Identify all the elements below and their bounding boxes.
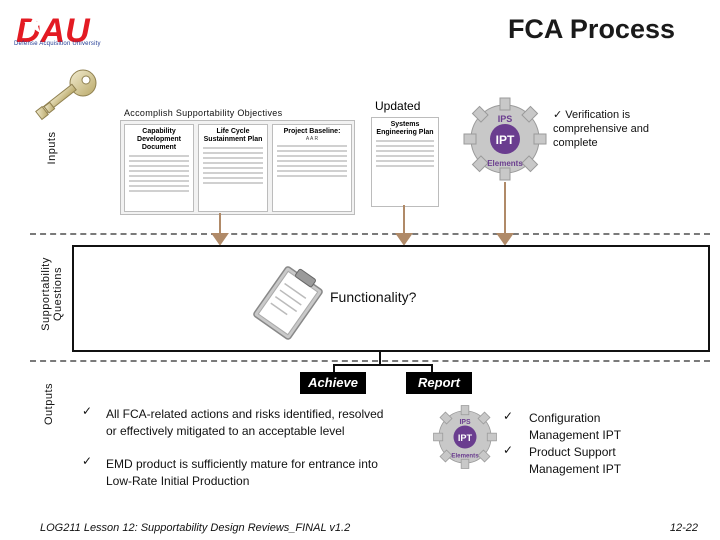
report-item-1: Configuration Management IPT — [529, 411, 622, 442]
gear-bottom-label: Elements — [487, 159, 523, 168]
achieve-check-icon-1: ✓ — [82, 404, 93, 418]
verification-text: Verification is comprehensive and comple… — [553, 109, 650, 149]
arrow-sep-head — [395, 233, 413, 246]
document-lcsp-title: Life Cycle Sustainment Plan — [203, 128, 263, 143]
separator-outputs — [30, 360, 710, 362]
document-baseline-sub: A A R — [305, 136, 319, 142]
report-check-icon-1: ✓ — [503, 409, 514, 423]
separator-inputs — [30, 233, 710, 235]
dau-logo-graphic: DAU — [16, 12, 91, 50]
footer-text: LOG211 Lesson 12: Supportability Design … — [40, 522, 351, 534]
achieve-check-icon-2: ✓ — [82, 454, 93, 468]
document-cdd-title: Capability Development Document — [137, 128, 181, 151]
updated-label: Updated — [375, 99, 421, 113]
document-sep: Systems Engineering Plan — [371, 117, 439, 207]
document-cdd: Capability Development Document — [124, 124, 194, 212]
arrow-inputs-head — [211, 233, 229, 246]
verification-note: ✓ Verification is comprehensive and comp… — [553, 108, 678, 150]
dau-logo: DAU — [14, 12, 124, 56]
connector-report — [380, 364, 433, 372]
questions-panel — [72, 245, 710, 352]
report-tag: Report — [406, 372, 472, 394]
functionality-question: Functionality? — [330, 289, 417, 305]
ips-gear-icon: IPT IPS Elements — [462, 96, 548, 182]
achieve-tag: Achieve — [300, 372, 366, 394]
gear-center-label: IPT — [496, 133, 515, 147]
document-sep-title: Systems Engineering Plan — [376, 121, 434, 136]
achieve-item-1: All FCA-related actions and risks identi… — [106, 407, 384, 438]
achieve-item-2: EMD product is sufficiently mature for e… — [106, 457, 378, 488]
report-item-2: Product Support Management IPT — [529, 445, 622, 476]
logo-subtitle: Defense Acquisition University — [14, 41, 101, 47]
key-icon — [28, 68, 100, 128]
clipboard-icon — [252, 265, 324, 341]
gear-small-top-label: IPS — [459, 419, 471, 426]
verification-check-icon: ✓ — [553, 109, 563, 121]
ips-gear-icon-small: IPT IPS Elements — [432, 404, 498, 470]
logo-star-icon — [24, 16, 44, 33]
gear-small-center-label: IPT — [458, 433, 473, 443]
connector-achieve — [333, 348, 381, 372]
document-project-baseline: Project Baseline: A A R — [272, 124, 352, 212]
gear-small-bottom-label: Elements — [451, 453, 479, 460]
arrow-gear-head — [496, 233, 514, 246]
document-lcsp: Life Cycle Sustainment Plan — [198, 124, 268, 212]
page-number: 12-22 — [669, 522, 698, 534]
inputs-heading: Accomplish Supportability Objectives — [124, 108, 283, 118]
page-title: FCA Process — [507, 14, 675, 44]
gear-top-label: IPS — [498, 114, 513, 124]
inputs-documents-box: Capability Development Document Life Cyc… — [120, 120, 355, 215]
logo-wordmark: DAU — [16, 12, 91, 46]
report-check-icon-2: ✓ — [503, 443, 514, 457]
document-baseline-title: Project Baseline: — [283, 128, 341, 135]
